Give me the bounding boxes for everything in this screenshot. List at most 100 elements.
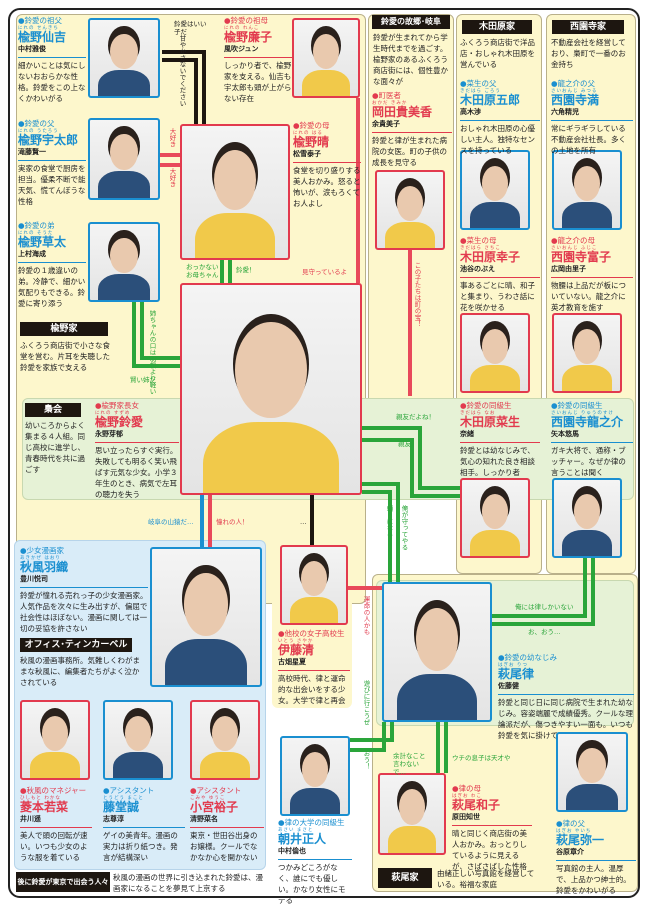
portrait-13 bbox=[150, 547, 262, 687]
line-sota-suzume bbox=[132, 302, 180, 368]
relation-label: 鈴愛！ bbox=[236, 266, 256, 274]
character-description: 事あるごとに晴、和子と集まり、うわさ話に花を咲かせる bbox=[460, 281, 535, 312]
character-card: ●鈴愛の弟にれの そうた楡野草太上村海成鈴愛の１歳違いの弟。冷静で、細かい気配り… bbox=[18, 220, 86, 309]
relation-label: ウチの息子は天才や bbox=[452, 754, 511, 762]
character-description: 実家の食堂で厨房を担当。優柔不断で能天気、慌てんぼうな性格 bbox=[18, 164, 86, 206]
group-desc-office: 秋風の漫画事務所。気難しくわがままな秋風に、編集者たちがよく泣かされている bbox=[20, 656, 140, 687]
character-name: 楡野晴 bbox=[293, 135, 330, 149]
relation-label: 大好き bbox=[168, 168, 176, 188]
relation-label: 大好き bbox=[168, 128, 176, 148]
line-suzume-ritsu bbox=[362, 482, 400, 582]
line-senkichi-haru bbox=[162, 50, 206, 125]
relation-label: 姉ちゃんの口は羽根より軽い bbox=[148, 310, 156, 395]
character-description: おしゃれ木田原の心優しい主人。独特なセンスを持っている bbox=[460, 124, 535, 155]
character-name: 楡野宇太郎 bbox=[18, 133, 79, 147]
character-description: 食堂を切り盛りする美人おかみ。怒ると怖いが、涙もろくてお人よし bbox=[293, 166, 361, 208]
relation-label: 岐阜の山猿だ… bbox=[148, 518, 194, 526]
character-card: ●鈴愛の父にれの うたろう楡野宇太郎滝藤賢一実家の食堂で厨房を担当。優柔不断で能… bbox=[18, 118, 86, 207]
relation-label: … bbox=[300, 518, 307, 526]
character-description: 美人で頭の回転が速い。いつも少女のような服を着ている bbox=[20, 831, 88, 862]
relation-label: 頼りになる！ bbox=[385, 505, 393, 544]
character-role: ●町医者 bbox=[372, 91, 402, 100]
group-desc-tokyo: 秋風の漫画の世界に引き込まれた鈴愛は、漫画家になることを夢見て上京する bbox=[113, 873, 263, 893]
relation-label: 親友！ bbox=[398, 440, 418, 448]
character-card: ●町医者おかだ きみか岡田貴美香余貴美子鈴愛と律が生まれた病院の女医。町の子供の… bbox=[372, 90, 452, 168]
actor-name: 佐藤健 bbox=[498, 681, 634, 695]
character-card: ●律の大学の同級生あさい まさと朝井正人中村倫也つかみどころがなく、誰にでも優し… bbox=[278, 817, 352, 906]
portrait-17 bbox=[280, 545, 348, 625]
portrait-16 bbox=[190, 700, 260, 780]
portrait-19 bbox=[382, 582, 492, 722]
character-name: 楡野鈴愛 bbox=[95, 415, 144, 429]
relation-label: おう！ bbox=[362, 750, 370, 770]
actor-name: 古畑星夏 bbox=[278, 657, 350, 671]
portrait-14 bbox=[20, 700, 90, 780]
line-haru-suzume bbox=[220, 260, 232, 283]
actor-name: 高木渉 bbox=[460, 107, 540, 121]
character-description: 常にギラギラしている不動産会社社長。多くの土地を所有 bbox=[551, 124, 626, 155]
character-role: ●他校の女子高校生 bbox=[278, 629, 345, 638]
portrait-20 bbox=[378, 773, 446, 855]
character-name: 秋風羽織 bbox=[20, 560, 69, 574]
character-card: ●鈴愛の同級生さいおんじ りゅうのすけ西園寺龍之介矢本悠馬ガキ大将で、通称・ブッ… bbox=[551, 400, 633, 478]
portrait-0 bbox=[88, 18, 160, 98]
name-reading: さいおんじ りゅうのすけ bbox=[551, 411, 614, 416]
character-role: ●鈴愛の祖母 bbox=[224, 16, 269, 25]
character-role: ●楡野家長女 bbox=[95, 401, 140, 410]
relation-label: この子たちは町の宝！ bbox=[413, 262, 421, 327]
group-desc-hagio: 由緒正しい写真館を経営している。裕福な家庭 bbox=[437, 869, 535, 889]
group-label-saionji: 西園寺家 bbox=[552, 20, 624, 34]
character-role: ●鈴愛の母 bbox=[293, 121, 330, 130]
character-card: ●楡野家長女にれの すずめ楡野鈴愛永野芽郁思い立ったらすぐ実行。失敗しても明るく… bbox=[95, 400, 179, 500]
line-suzume-nao bbox=[362, 426, 460, 498]
portrait-4 bbox=[88, 222, 160, 302]
character-name: 萩尾弥一 bbox=[556, 833, 605, 847]
portrait-1 bbox=[292, 18, 360, 98]
actor-name: 志尊淳 bbox=[103, 814, 185, 828]
character-description: 鈴愛が憧れる売れっ子の少女漫画家。人気作品を次々に生み出すが、偏屈で社会性はほぼ… bbox=[20, 591, 148, 633]
group-label-shukai: 梟会 bbox=[25, 403, 81, 417]
character-card: ●律の父はぎお やいち萩尾弥一谷原章介写真館の主人。温厚で、上品かつ紳士的。鈴愛… bbox=[556, 818, 636, 896]
line-asai-ritsu bbox=[350, 722, 394, 752]
actor-name: 豊川悦司 bbox=[20, 574, 148, 588]
character-name: 木田原菜生 bbox=[460, 415, 521, 429]
character-card: ●鈴愛の母にれの はる楡野晴松雪泰子食堂を切り盛りする美人おかみ。怒ると怖いが、… bbox=[293, 120, 361, 209]
portrait-10 bbox=[552, 313, 622, 393]
character-description: ガキ大将で、通称・ブッチャー。なぜか律の言うことは聞く bbox=[551, 446, 626, 477]
character-card: ●律の母はぎお わこ萩尾和子原田知世晴と同じく商店街の美人おかみ。おっとりしてい… bbox=[452, 783, 532, 872]
character-role: ●律の父 bbox=[556, 819, 586, 828]
name-reading: にれの すずめ bbox=[95, 411, 131, 416]
character-description: 鈴愛とは幼なじみで、気心の知れた良き相談相手。しっかり者 bbox=[460, 446, 535, 477]
character-description: つかみどころがなく、誰にでも優しい。かなり女性にモテる bbox=[278, 863, 346, 905]
group-label-nireno: 楡野家 bbox=[20, 322, 108, 336]
name-reading: あきかぜ はおり bbox=[20, 556, 61, 561]
portrait-11 bbox=[460, 478, 530, 558]
relation-label: 俺が守ってやる bbox=[400, 505, 408, 551]
name-reading: いとう さやか bbox=[278, 639, 314, 644]
relation-label: 賢い姉だ bbox=[130, 376, 156, 384]
line-utaro-haru bbox=[160, 153, 180, 167]
character-name: 西園寺満 bbox=[551, 93, 600, 107]
character-name: 小宮裕子 bbox=[190, 800, 239, 814]
character-card: ●少女漫画家あきかぜ はおり秋風羽織豊川悦司鈴愛が憧れる売れっ子の少女漫画家。人… bbox=[20, 545, 148, 634]
portrait-21 bbox=[556, 732, 628, 812]
character-card: ●アシスタントとうどう まこと藤堂誠志尊淳ゲイの美青年。漫画の実力は折り紙つき。… bbox=[103, 785, 185, 863]
relation-label: 見守っているよ bbox=[302, 268, 348, 276]
character-name: 西園寺富子 bbox=[551, 250, 612, 264]
relation-label: 俺には律しかいない bbox=[515, 603, 574, 611]
portrait-7 bbox=[460, 150, 530, 230]
name-reading: はぎお りつ bbox=[498, 663, 528, 668]
group-label-kidahara: 木田原家 bbox=[462, 20, 532, 34]
character-card: ●龍之介の父さいおんじ みつる西園寺満六角精児常にギラギラしている不動産会社社長… bbox=[551, 78, 633, 156]
actor-name: 広岡由里子 bbox=[551, 264, 633, 278]
name-reading: にれの うたろう bbox=[18, 129, 59, 134]
name-reading: さいおんじ みつる bbox=[551, 89, 598, 94]
character-card: ●龍之介の母さいおんじ ふじこ西園寺富子広岡由里子物腰は上品だが板についていない… bbox=[551, 235, 633, 313]
actor-name: 中村雅俊 bbox=[18, 44, 86, 58]
character-name: 楡野草太 bbox=[18, 235, 67, 249]
portrait-5 bbox=[180, 283, 362, 495]
character-role: ●龍之介の父 bbox=[551, 79, 596, 88]
character-name: 岡田貴美香 bbox=[372, 105, 433, 119]
character-role: ●鈴愛の父 bbox=[18, 119, 55, 128]
actor-name: 永野芽郁 bbox=[95, 429, 179, 443]
